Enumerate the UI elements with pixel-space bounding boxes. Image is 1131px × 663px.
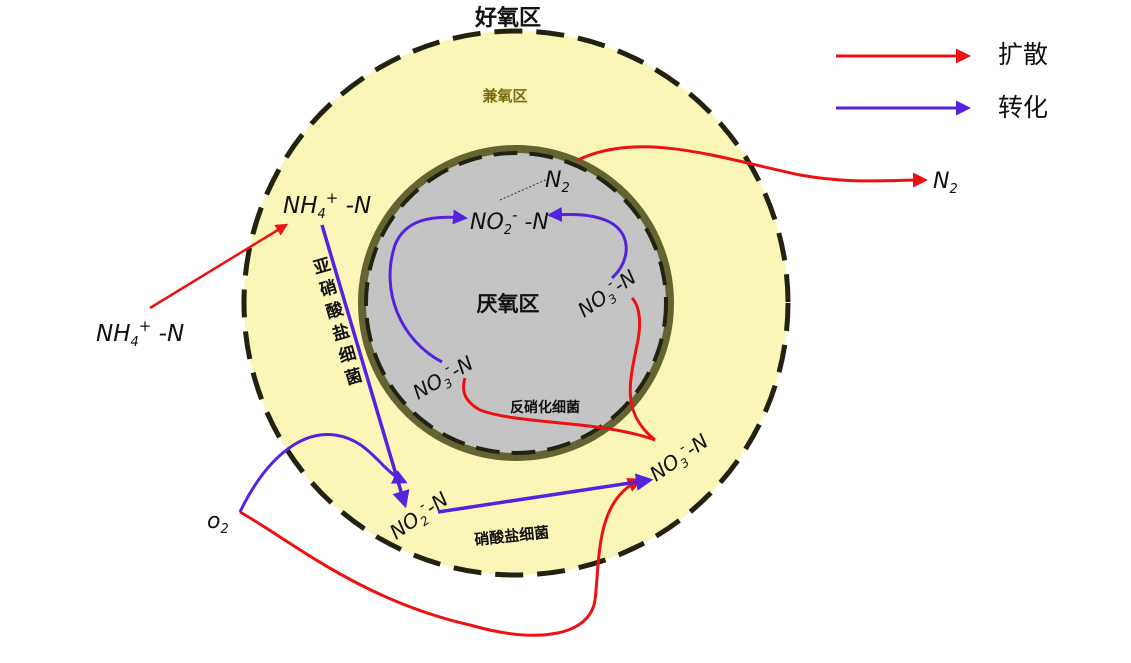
conversion-arrow-o2-to-no2 [238, 432, 408, 513]
diffusion-arrow-no3-in-right [628, 296, 656, 442]
legend-conversion-label: 转化 [998, 93, 1048, 122]
species-n2-outer: N2 [933, 169, 958, 197]
n2-link-line [499, 177, 551, 201]
species-n2-inner: N2 [545, 168, 570, 196]
anaerobic-zone-label: 厌氧区 [477, 292, 540, 316]
legend: 扩散 转化 [836, 40, 1048, 122]
conversion-arrow-nitrite-bacteria [320, 224, 410, 509]
diffusion-arrow-o2-in [239, 478, 643, 637]
species-no2-top: NO2- -N [470, 206, 549, 238]
diffusion-arrow-n2-out [577, 145, 928, 188]
anaerobic-zone-disc [364, 151, 668, 455]
conversion-arrow-nitrate-bacteria [437, 473, 654, 514]
species-nh4-outer: NH4+ -N [96, 317, 184, 350]
conversion-arrow-no3-to-no2-left [388, 209, 468, 364]
diffusion-arrow-no3-in-left [462, 377, 656, 442]
diffusion-arrow-nh4-in [149, 223, 289, 310]
species-nh4-inner: NH4+ -N [283, 189, 371, 222]
denitrifying-bacteria-label: 反硝化细菌 [510, 399, 580, 416]
conversion-arrow-no3-to-no2-right [547, 207, 628, 280]
species-o2: o2 [207, 509, 229, 537]
aerobic-zone-label: 好氧区 [474, 5, 541, 31]
facultative-zone-label: 兼氧区 [482, 87, 527, 105]
legend-diffusion-label: 扩散 [998, 40, 1048, 69]
